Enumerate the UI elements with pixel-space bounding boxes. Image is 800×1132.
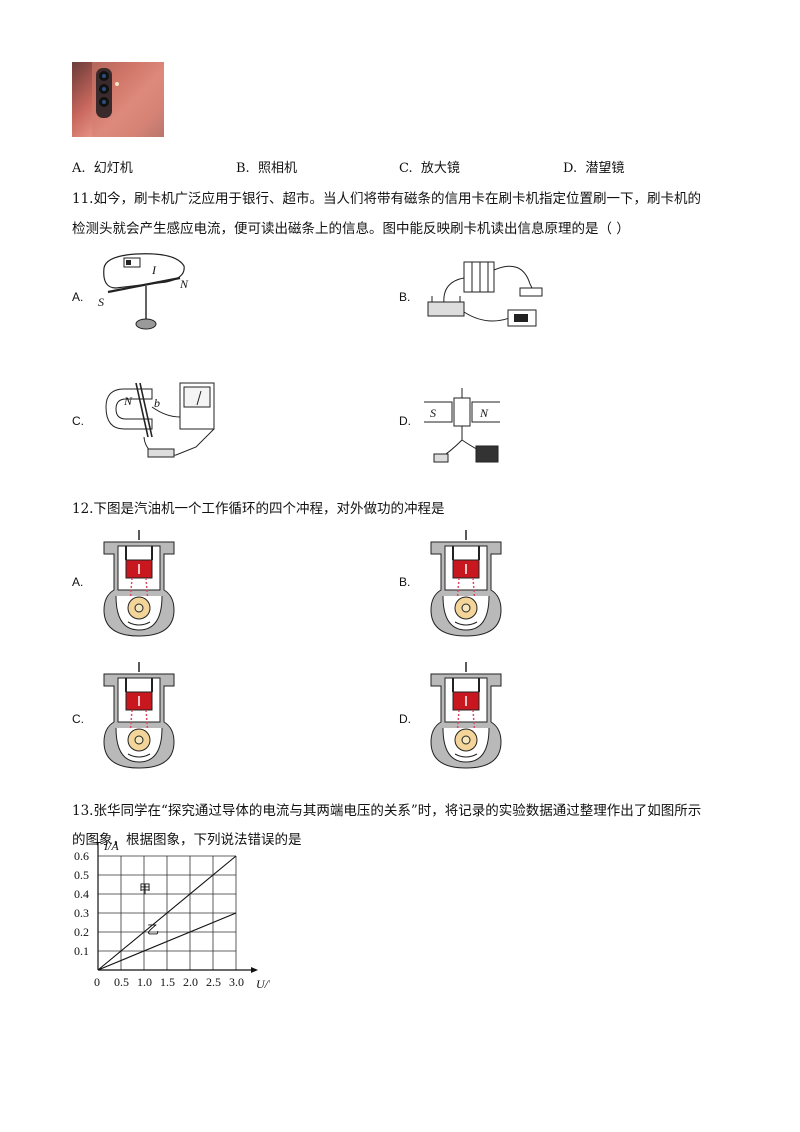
x-tick-label: 2.5 — [206, 975, 221, 989]
q12-option-b-label[interactable]: B. — [399, 575, 411, 589]
q12-engine-b — [429, 530, 503, 638]
phone-camera-photo — [72, 62, 164, 137]
x-axis-label: U/V — [256, 977, 270, 991]
x-tick-label: 1.0 — [137, 975, 152, 989]
q12-option-a-label[interactable]: A. — [72, 575, 84, 589]
x-tick-label: 0 — [94, 975, 100, 989]
q11-option-a-label[interactable]: A. — [72, 290, 84, 304]
y-tick-label: 0.2 — [74, 925, 89, 939]
y-tick-label: 0.6 — [74, 849, 89, 863]
q11-fig-a-n-label: N — [179, 277, 189, 291]
x-tick-label: 2.0 — [183, 975, 198, 989]
q13-stem-line-1: 13.张华同学在“探究通过导体的电流与其两端电压的关系”时，将记录的实验数据通过… — [72, 803, 702, 819]
y-axis-arrow — [95, 842, 101, 843]
q11-fig-c-n-label: N — [123, 394, 133, 408]
q11-option-b-label[interactable]: B. — [399, 290, 411, 304]
q12-engine-d — [429, 662, 503, 770]
q11-fig-d-n-label: N — [479, 406, 489, 420]
q11-stem-line-2: 检测头就会产生感应电流，便可读出磁条上的信息。图中能反映刷卡机读出信息原理的是（… — [72, 221, 630, 237]
x-tick-label: 1.5 — [160, 975, 175, 989]
series-line-1 — [97, 855, 237, 971]
x-tick-label: 0.5 — [114, 975, 129, 989]
series-label-2: 乙 — [147, 923, 159, 937]
y-tick-label: 0.3 — [74, 906, 89, 920]
q12-stem: 12.下图是汽油机一个工作循环的四个冲程，对外做功的冲程是 — [72, 501, 445, 517]
q10-option-a[interactable]: A. 幻灯机 — [72, 161, 133, 176]
q10-option-d[interactable]: D. 潜望镜 — [563, 161, 625, 176]
q12-engine-a — [102, 530, 176, 638]
y-tick-label: 0.5 — [74, 868, 89, 882]
q11-option-d-label[interactable]: D. — [399, 414, 411, 428]
series-line-2 — [97, 912, 237, 971]
q11-figure-c-induction: N b — [96, 377, 236, 467]
y-axis-label: I/A — [103, 842, 119, 853]
q11-fig-a-current-label: I — [151, 263, 157, 277]
q11-figure-a-oersted: I S N — [96, 248, 206, 338]
x-tick-label: 3.0 — [229, 975, 244, 989]
x-axis-arrow — [251, 967, 258, 973]
q10-option-b[interactable]: B. 照相机 — [236, 161, 297, 176]
q11-figure-b-electromagnet — [422, 252, 552, 336]
y-tick-label: 0.1 — [74, 944, 89, 958]
q11-fig-a-s-label: S — [98, 295, 104, 309]
q10-option-c[interactable]: C. 放大镜 — [399, 161, 460, 176]
q12-engine-c — [102, 662, 176, 770]
y-tick-label: 0.4 — [74, 887, 89, 901]
q11-stem-line-1: 11.如今，刷卡机广泛应用于银行、超市。当人们将带有磁条的信用卡在刷卡机指定位置… — [72, 191, 701, 207]
q12-option-c-label[interactable]: C. — [72, 712, 84, 726]
q11-figure-d-motor: S N — [420, 382, 540, 472]
q11-fig-c-b-label: b — [154, 396, 160, 410]
q12-option-d-label[interactable]: D. — [399, 712, 411, 726]
series-label-1: 甲 — [139, 882, 151, 896]
q11-fig-d-s-label: S — [430, 406, 436, 420]
q13-stem-line-2: 的图象，根据图象，下列说法错误的是 — [72, 832, 302, 848]
q11-option-c-label[interactable]: C. — [72, 414, 84, 428]
q13-iu-chart: 0 0.5 1.0 1.5 2.0 2.5 3.0 0.1 0.2 0.3 0.4 0.5 0.6U/V… — [70, 842, 270, 1002]
